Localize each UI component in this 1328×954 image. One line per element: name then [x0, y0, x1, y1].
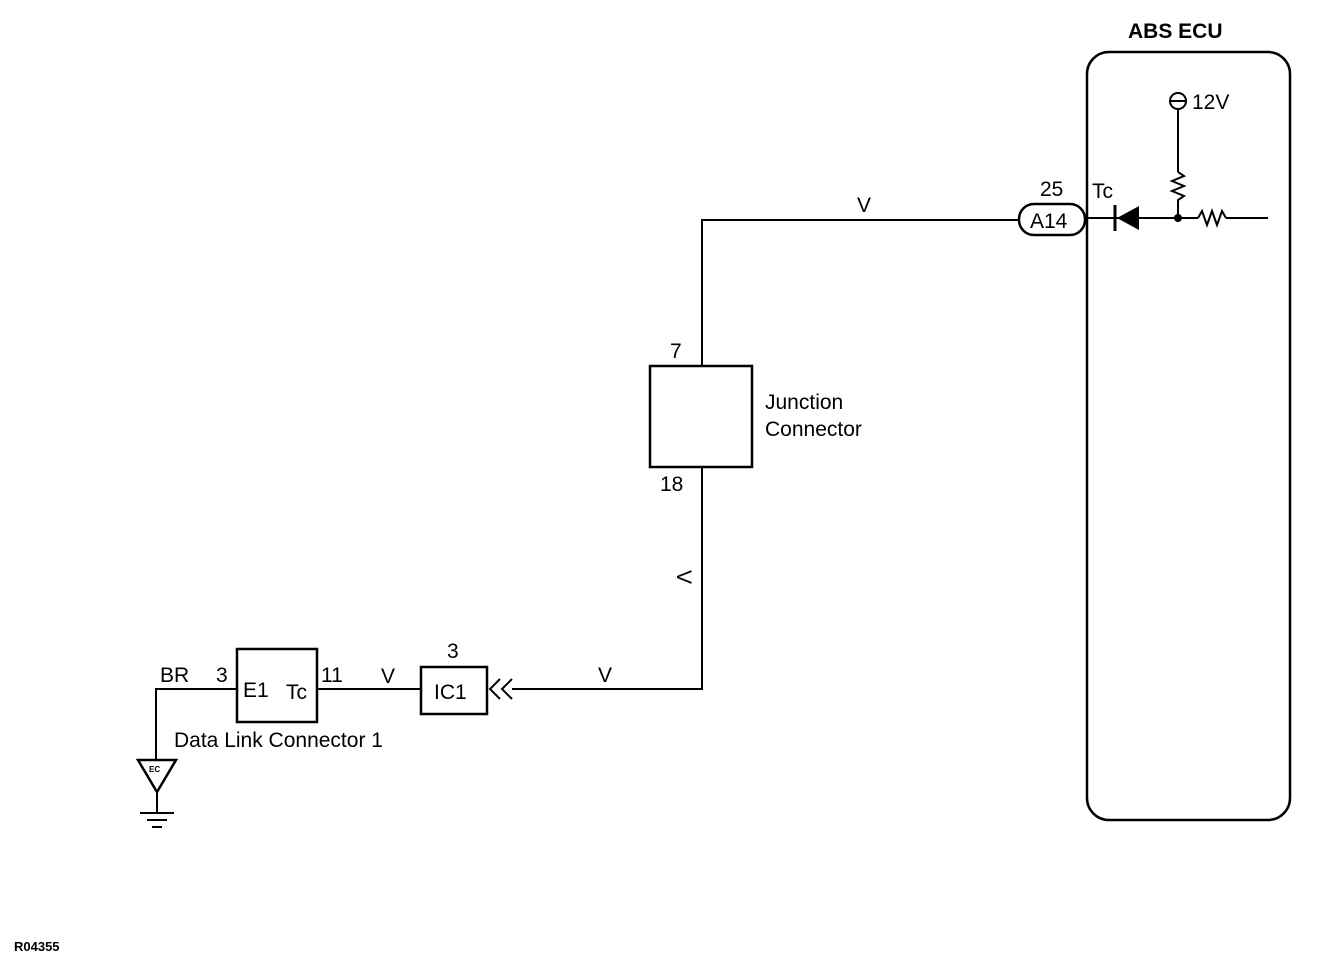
- ground-point-icon: [135, 758, 179, 828]
- dlc-box[interactable]: [235, 647, 319, 724]
- wire-top-color: V: [857, 194, 871, 217]
- ecu-connector-id: A14: [1030, 210, 1068, 233]
- junction-label-line2: Connector: [765, 418, 862, 441]
- junction-pin-top: 7: [670, 340, 682, 363]
- inline-connector-id: IC1: [434, 681, 467, 704]
- wire-dlc-out-color: V: [381, 665, 395, 688]
- wire-ground: [155, 688, 237, 760]
- abs-ecu-box[interactable]: [1085, 50, 1292, 822]
- supply-12v-label: 12V: [1192, 91, 1229, 114]
- ecu-terminal-label: Tc: [1092, 180, 1113, 203]
- junction-label-line1: Junction: [765, 391, 843, 414]
- supply-12v-icon: [1169, 92, 1187, 110]
- dlc-terminal-right: Tc: [286, 681, 307, 704]
- dlc-name: Data Link Connector 1: [174, 729, 383, 752]
- inline-connector-pin: 3: [447, 640, 459, 663]
- junction-connector-box[interactable]: [648, 364, 754, 469]
- abs-ecu-title: ABS ECU: [1128, 20, 1223, 43]
- ground-code: EC: [149, 765, 160, 774]
- diode-icon: [1085, 205, 1178, 231]
- dlc-terminal-left: E1: [243, 679, 269, 702]
- wire-top: [701, 219, 1019, 366]
- dlc-pin-right: 11: [321, 664, 343, 687]
- connector-chevron-icon: [488, 678, 513, 700]
- wire-vertical-color: V: [672, 570, 695, 584]
- series-resistor-icon: [1197, 208, 1227, 228]
- ecu-pin-number: 25: [1040, 178, 1063, 201]
- wire-ground-color: BR: [160, 664, 189, 687]
- wire-vertical: [512, 467, 703, 690]
- inline-connector-ic1[interactable]: [419, 665, 489, 716]
- wire-bottom-color: V: [598, 664, 612, 687]
- pullup-resistor-icon: [1169, 171, 1187, 218]
- junction-pin-bottom: 18: [660, 473, 683, 496]
- dlc-pin-left: 3: [216, 664, 228, 687]
- figure-id: R04355: [14, 939, 60, 954]
